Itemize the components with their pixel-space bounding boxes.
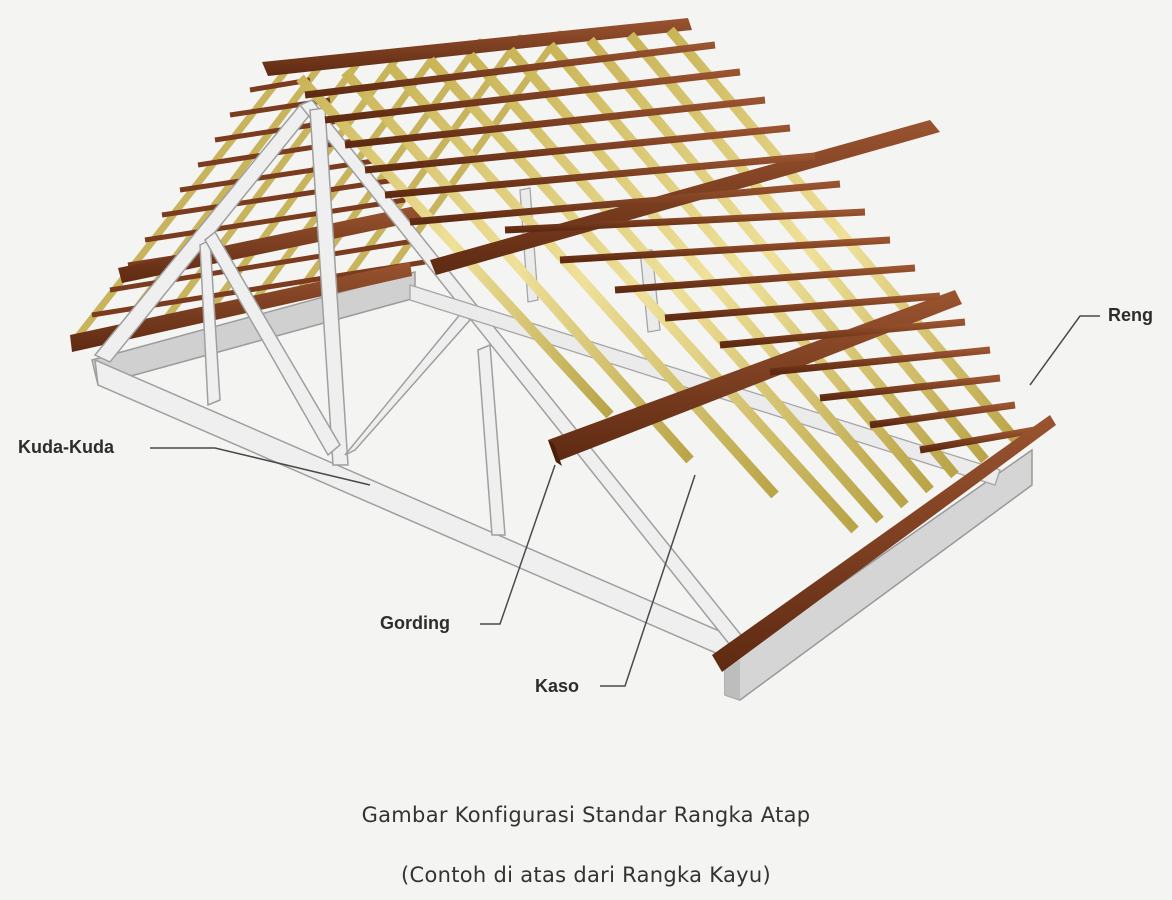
leader-kaso xyxy=(600,474,696,687)
eave-beam-right xyxy=(712,415,1056,672)
label-kaso: Kaso xyxy=(535,676,580,696)
wall-plate-right xyxy=(724,448,1033,701)
leader-kuda-kuda xyxy=(150,447,371,486)
leader-reng xyxy=(1029,315,1100,386)
truss-front xyxy=(93,99,747,661)
label-gording: Gording xyxy=(380,613,450,633)
caption-title: Gambar Konfigurasi Standar Rangka Atap xyxy=(361,803,811,827)
ridge-beam xyxy=(262,18,692,76)
caption-subtitle: (Contoh di atas dari Rangka Kayu) xyxy=(401,863,771,887)
reng-group xyxy=(304,41,1036,454)
label-kuda-kuda: Kuda-Kuda xyxy=(18,437,114,457)
leader-lines xyxy=(150,315,1100,687)
label-reng: Reng xyxy=(1108,305,1153,325)
leader-gording xyxy=(480,464,556,625)
